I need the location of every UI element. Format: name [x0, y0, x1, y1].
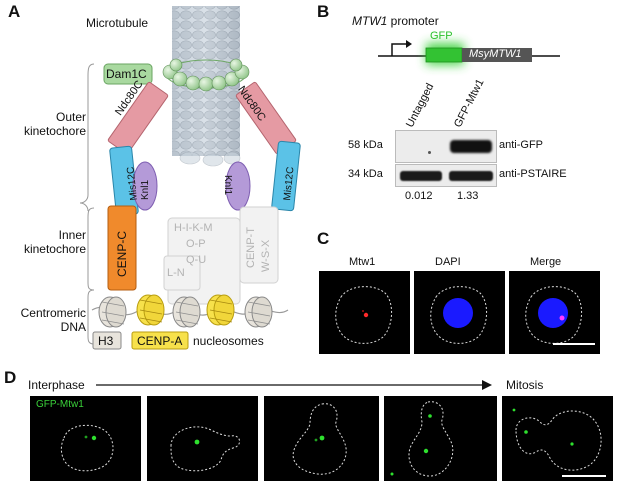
cell-merge	[525, 286, 595, 345]
inner-kinetochore-bracket	[87, 207, 95, 291]
nucleosomes-label: nucleosomes	[193, 334, 264, 348]
blot-anti-pstaire	[395, 164, 497, 187]
gfp-block	[425, 47, 463, 63]
micrograph-mtw1	[319, 271, 410, 354]
col-merge-label: Merge	[530, 256, 562, 268]
micrograph-d5	[502, 396, 613, 481]
cenpa-legend-box	[131, 331, 189, 350]
micrograph-d3	[264, 396, 379, 481]
cenp-c-box	[107, 205, 137, 291]
lane-untagged-label: Untagged	[404, 81, 437, 130]
dam1c-ring	[162, 58, 250, 92]
promoter-arrow	[391, 43, 408, 56]
inner-kinetochore-line1: Inner	[58, 228, 86, 242]
cell-d3	[292, 403, 347, 475]
kda-58-label: 58 kDa	[348, 139, 383, 151]
anti-pstaire-label: anti-PSTAIRE	[499, 168, 567, 180]
micrograph-d2	[147, 396, 258, 481]
cenp-qu-label: Q-U	[186, 254, 207, 266]
cenp-ln-label: L-N	[167, 267, 185, 279]
promoter-word: promoter	[390, 14, 439, 28]
cenp-hikm-label: H-I-K-M	[174, 222, 213, 234]
micrograph-d4	[384, 396, 497, 481]
h3-label: H3	[98, 334, 114, 348]
quant-untagged: 0.012	[405, 190, 433, 202]
knl1-left	[132, 161, 158, 211]
mitosis-label: Mitosis	[506, 378, 544, 392]
knl1-left-label: Knl1	[140, 179, 151, 200]
anti-gfp-label: anti-GFP	[499, 139, 544, 151]
quant-gfp-mtw1: 1.33	[457, 190, 479, 202]
cenp-t-box	[239, 206, 279, 284]
blot-speck	[428, 151, 431, 154]
outer-kinetochore-bracket	[79, 63, 95, 212]
kinetochore-diagram	[79, 6, 301, 350]
gene-construct	[378, 40, 560, 65]
band-gfp-mtw1	[450, 140, 492, 153]
cell-d4	[390, 401, 454, 477]
promoter-arrowhead	[406, 40, 412, 48]
col-mtw1-label: Mtw1	[349, 256, 376, 268]
blot-anti-gfp	[395, 130, 497, 163]
microtubule-label: Microtubule	[86, 16, 149, 30]
outer-kinetochore-line1: Outer	[55, 110, 86, 124]
panel-c-letter: C	[317, 229, 330, 248]
promoter-label: MTW1 promoter	[352, 14, 439, 28]
interphase-label: Interphase	[28, 378, 85, 392]
gfp-mtw1-label: GFP-Mtw1	[36, 399, 84, 410]
knl1-right-label: Knl1	[222, 175, 233, 196]
cell-mtw1	[335, 286, 392, 344]
band-pstaire-untagged	[400, 171, 442, 181]
msymtw1-block	[462, 48, 532, 62]
cell-d2	[170, 426, 240, 472]
cell-d5	[512, 408, 606, 477]
cenp-t-label: CENP-T	[245, 227, 257, 268]
nucleosome-h3-1	[98, 296, 127, 328]
nucleosome-cenpa-2	[206, 294, 235, 326]
cenp-ln-box	[163, 255, 201, 291]
micrograph-dapi	[414, 271, 505, 354]
time-arrow	[96, 380, 492, 390]
h3-legend-box	[92, 331, 122, 350]
panel-d-letter: D	[4, 368, 17, 387]
nucleosome-h3-2	[172, 296, 201, 328]
mis12c-right	[271, 140, 301, 212]
outer-kinetochore-label: Outer kinetochore	[16, 110, 86, 138]
col-dapi-label: DAPI	[435, 256, 461, 268]
knl1-right	[225, 161, 251, 211]
gfp-label: GFP	[430, 30, 453, 42]
cenp-c-label: CENP-C	[115, 230, 129, 277]
inner-kinetochore-line2: kinetochore	[23, 242, 86, 256]
centromeric-dna-bracket	[87, 289, 95, 345]
outer-kinetochore-line2: kinetochore	[23, 124, 86, 138]
cell-dapi	[430, 286, 487, 344]
cell-d1	[60, 424, 114, 472]
cenp-wsx-label: W-S-X	[260, 239, 272, 272]
micrograph-d1: GFP-Mtw1	[30, 396, 141, 481]
inner-kinetochore-label: Inner kinetochore	[16, 228, 86, 256]
lane-gfp-mtw1-label: GFP-Mtw1	[452, 77, 487, 130]
band-pstaire-gfp-mtw1	[449, 171, 493, 181]
msymtw1-label: MsyMTW1	[469, 48, 522, 60]
cenp-op-label: O-P	[186, 238, 206, 250]
dam1c-label: Dam1C	[106, 67, 147, 81]
cenpa-label: CENP-A	[137, 334, 183, 348]
micrograph-merge	[509, 271, 600, 354]
kda-34-label: 34 kDa	[348, 168, 383, 180]
dam1c-box	[103, 63, 153, 85]
centromeric-dna-label: Centromeric DNA	[4, 306, 86, 334]
promoter-gene-name: MTW1	[352, 14, 388, 28]
nucleosome-cenpa-1	[136, 294, 165, 326]
centromeric-dna-line2: DNA	[60, 320, 86, 334]
nucleosome-h3-3	[244, 296, 273, 328]
centromeric-dna-line1: Centromeric	[20, 306, 86, 320]
panel-b-letter: B	[317, 2, 330, 21]
panel-a-letter: A	[8, 2, 21, 21]
